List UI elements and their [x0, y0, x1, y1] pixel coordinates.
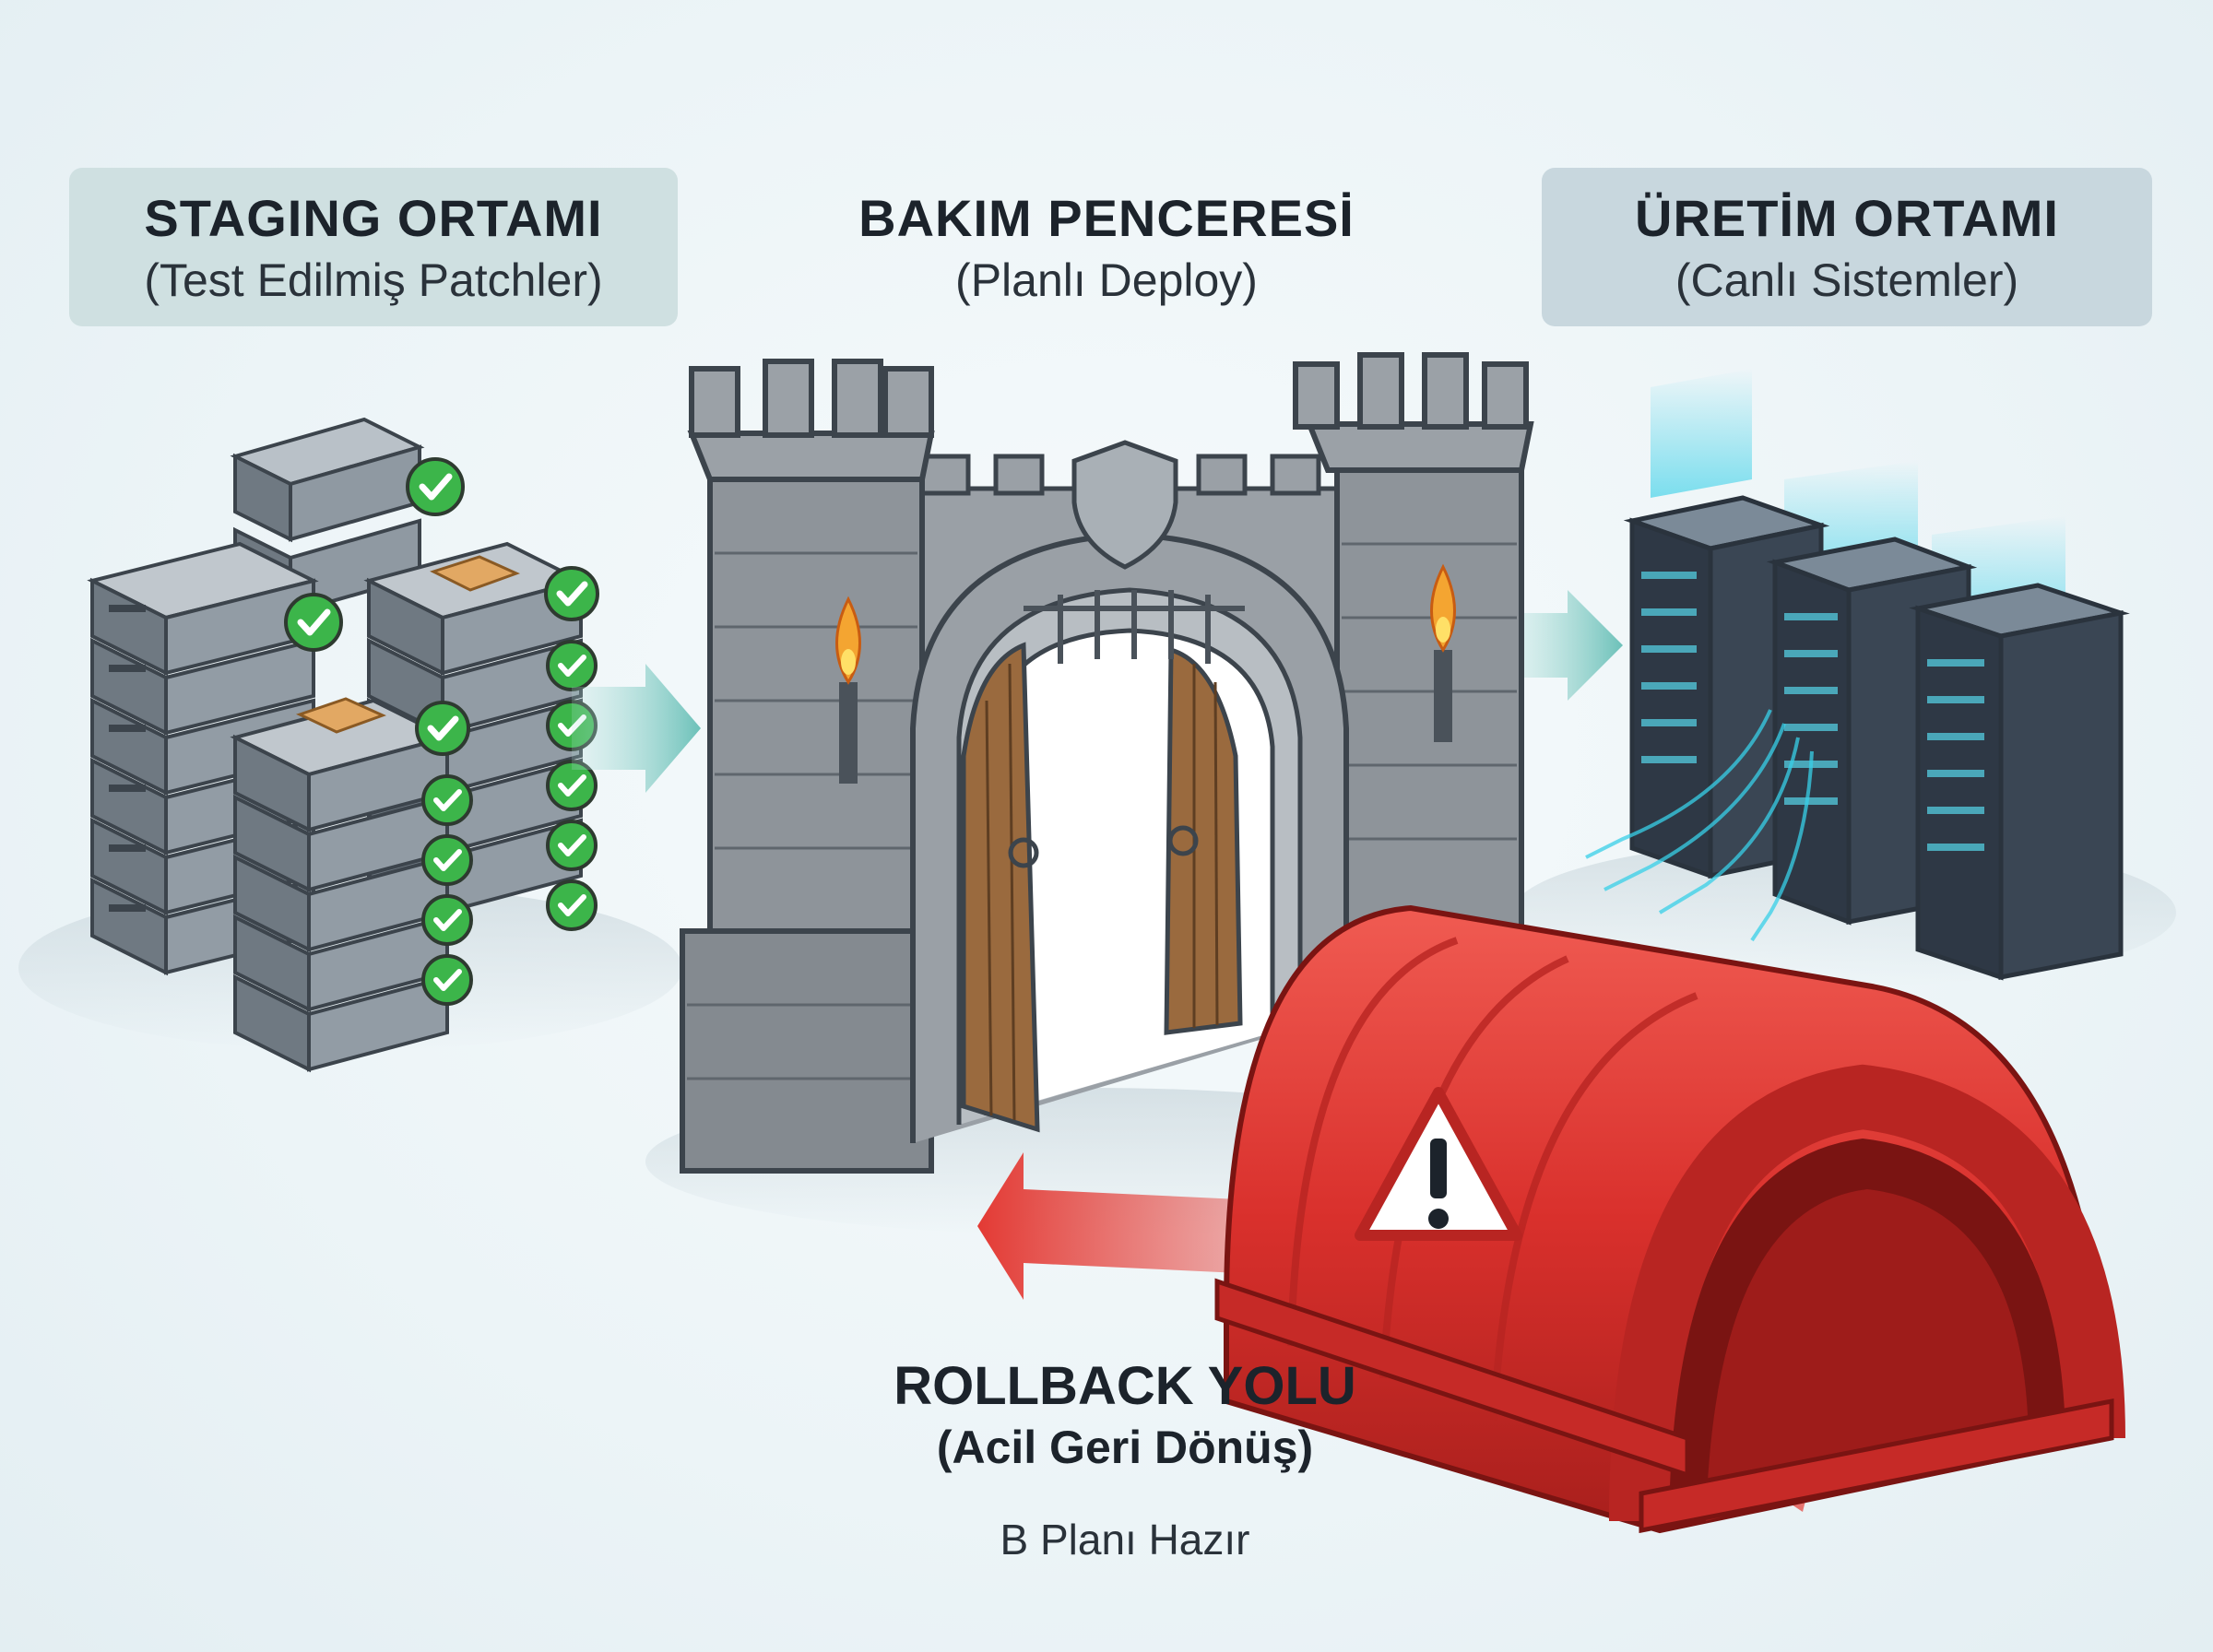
check-icon	[423, 896, 471, 944]
production-label-box: ÜRETİM ORTAMI (Canlı Sistemler)	[1542, 168, 2152, 326]
check-icon	[423, 956, 471, 1004]
check-icon	[548, 821, 596, 869]
torch-icon	[837, 599, 860, 784]
staging-subtitle: (Test Edilmiş Patchler)	[69, 254, 678, 307]
maintenance-label-box: BAKIM PENCERESİ (Planlı Deploy)	[793, 168, 1420, 326]
rollback-title: ROLLBACK YOLU	[830, 1355, 1420, 1417]
maintenance-subtitle: (Planlı Deploy)	[793, 254, 1420, 307]
rollback-subtitle: (Acil Geri Dönüş)	[830, 1421, 1420, 1474]
rollback-label: ROLLBACK YOLU (Acil Geri Dönüş) B Planı …	[830, 1355, 1420, 1564]
staging-label-box: STAGING ORTAMI (Test Edilmiş Patchler)	[69, 168, 678, 326]
check-icon	[286, 595, 341, 650]
check-icon	[546, 568, 598, 620]
check-icon	[423, 776, 471, 824]
rollback-note: B Planı Hazır	[830, 1515, 1420, 1564]
check-icon	[423, 836, 471, 884]
torch-icon	[1432, 567, 1455, 742]
check-icon	[548, 642, 596, 690]
production-title: ÜRETİM ORTAMI	[1542, 188, 2152, 248]
staging-title: STAGING ORTAMI	[69, 188, 678, 248]
check-icon	[548, 881, 596, 929]
check-icon	[408, 459, 463, 514]
maintenance-title: BAKIM PENCERESİ	[793, 188, 1420, 248]
production-subtitle: (Canlı Sistemler)	[1542, 254, 2152, 307]
check-icon	[417, 702, 468, 754]
